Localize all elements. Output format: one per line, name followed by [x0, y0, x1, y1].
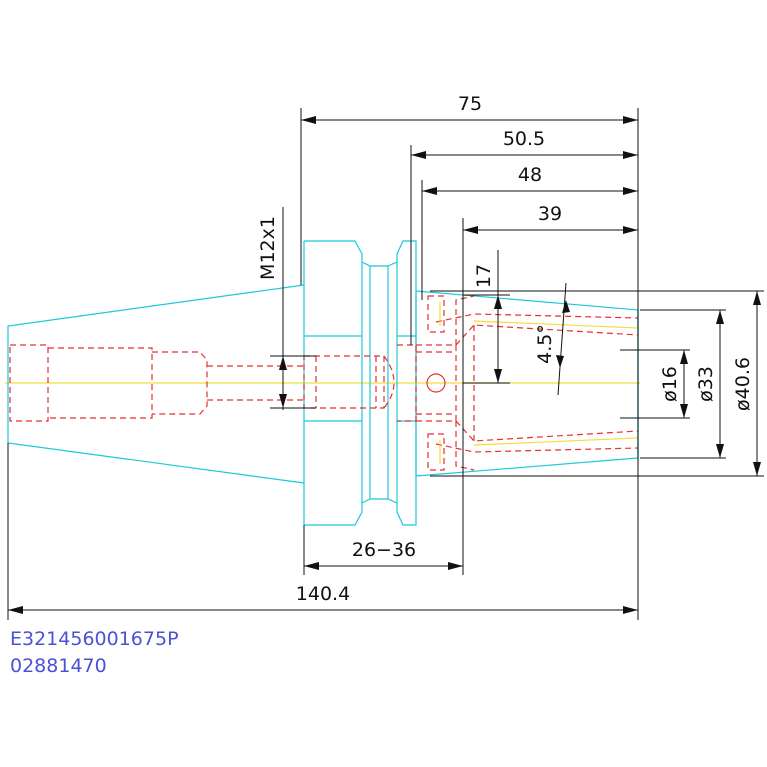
dim-26-36-label: 26−36 [352, 539, 416, 561]
thread-m12x1-label: M12x1 [257, 216, 279, 280]
angle-4-5-label: 4.5° [534, 324, 556, 364]
dim-17-label: 17 [473, 264, 495, 288]
dim-75-label: 75 [458, 93, 482, 115]
collet-yellow-lines [439, 302, 639, 464]
dim-140-4-label: 140.4 [296, 583, 350, 605]
dia-40-6-label: ø40.6 [732, 357, 754, 411]
hidden-lines [9, 295, 639, 471]
dim-39-label: 39 [538, 203, 562, 225]
part-number-label: E321456001675P [10, 628, 179, 650]
dia-16-label: ø16 [659, 366, 681, 402]
dim-48-label: 48 [518, 164, 542, 186]
dimension-lines [7, 108, 764, 620]
dim-50-5-label: 50.5 [503, 128, 545, 150]
order-number-label: 02881470 [10, 655, 107, 677]
dia-33-label: ø33 [695, 366, 717, 402]
